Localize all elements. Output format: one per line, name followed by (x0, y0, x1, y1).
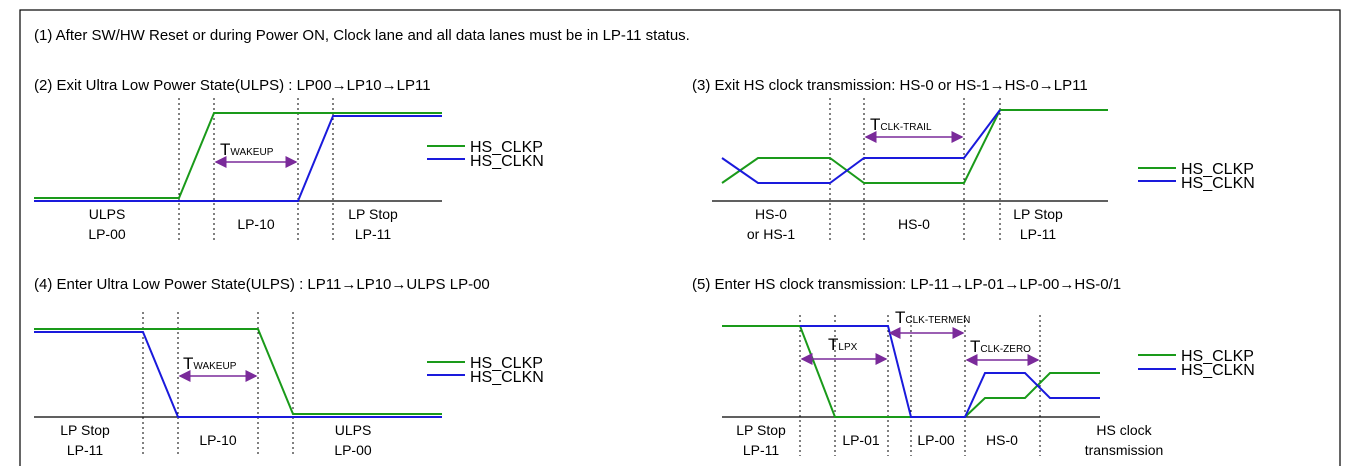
region-label: LP-01 (842, 432, 880, 448)
region-label: or HS-1 (747, 226, 795, 242)
legend: HS_CLKP HS_CLKN (427, 139, 544, 170)
region-label: LP-10 (199, 432, 237, 448)
region-label: LP-11 (355, 226, 392, 242)
legend: HS_CLKP HS_CLKN (1138, 161, 1255, 192)
hs-clkp-waveform (722, 325, 1100, 418)
region-label: HS-0 (986, 432, 1018, 448)
region-label: LP-11 (743, 442, 780, 458)
hs-clkp-waveform (34, 328, 442, 415)
legend: HS_CLKP HS_CLKN (1138, 348, 1255, 379)
hs-clkp-waveform (34, 112, 442, 199)
region-label: LP-11 (67, 442, 104, 458)
panel-title: (3) Exit HS clock transmission: HS-0 or … (692, 77, 1088, 94)
timing-label: TCLK-ZERO (970, 337, 1031, 356)
region-label: HS-0 (898, 216, 930, 232)
region-label: LP-00 (88, 226, 126, 242)
panel-title: (5) Enter HS clock transmission: LP-11→L… (692, 276, 1121, 293)
legend-label-clkp: HS_CLKP (1181, 161, 1254, 178)
panel-exit-ulps: (2) Exit Ultra Low Power State(ULPS) : L… (34, 77, 544, 242)
legend-label-clkn: HS_CLKN (1181, 362, 1255, 379)
region-label: LP Stop (348, 206, 398, 222)
panel-title: (4) Enter Ultra Low Power State(ULPS) : … (34, 276, 490, 293)
timing-label: TWAKEUP (183, 354, 237, 373)
timing-label: TLPX (828, 335, 858, 354)
legend-label-clkn: HS_CLKN (470, 153, 544, 170)
region-label: LP-10 (237, 216, 275, 232)
region-label: LP Stop (736, 422, 786, 438)
region-label: LP-00 (917, 432, 955, 448)
legend-label-clkp: HS_CLKP (470, 355, 543, 372)
timing-label: TCLK-TRAIL (870, 115, 932, 134)
power-on-note: (1) After SW/HW Reset or during Power ON… (34, 27, 690, 44)
region-label: HS clock (1096, 422, 1152, 438)
legend-label-clkp: HS_CLKP (1181, 348, 1254, 365)
panel-enter-ulps: (4) Enter Ultra Low Power State(ULPS) : … (34, 276, 544, 458)
panel-enter-hs: (5) Enter HS clock transmission: LP-11→L… (692, 276, 1255, 458)
hs-clkn-waveform (721, 109, 1001, 184)
region-label: LP Stop (1013, 206, 1063, 222)
region-label: LP-00 (334, 442, 372, 458)
panel-title: (2) Exit Ultra Low Power State(ULPS) : L… (34, 77, 431, 94)
region-label: ULPS (335, 422, 372, 438)
hs-clkn-waveform (800, 325, 1100, 418)
hs-clkp-waveform (721, 109, 1108, 184)
panel-exit-hs: (3) Exit HS clock transmission: HS-0 or … (692, 77, 1255, 242)
legend-label-clkn: HS_CLKN (470, 369, 544, 386)
diagram-border (19, 9, 1341, 466)
region-label: ULPS (89, 206, 126, 222)
hs-clkn-waveform (34, 331, 442, 418)
timing-label: TWAKEUP (220, 140, 274, 159)
region-label: LP-11 (1020, 226, 1057, 242)
legend-label-clkn: HS_CLKN (1181, 175, 1255, 192)
legend: HS_CLKP HS_CLKN (427, 355, 544, 386)
timing-label: TCLK-TERMEN (895, 308, 970, 327)
region-label: LP Stop (60, 422, 110, 438)
hs-clkn-waveform (34, 115, 442, 202)
region-label: transmission (1085, 442, 1164, 458)
legend-label-clkp: HS_CLKP (470, 139, 543, 156)
region-label: HS-0 (755, 206, 787, 222)
